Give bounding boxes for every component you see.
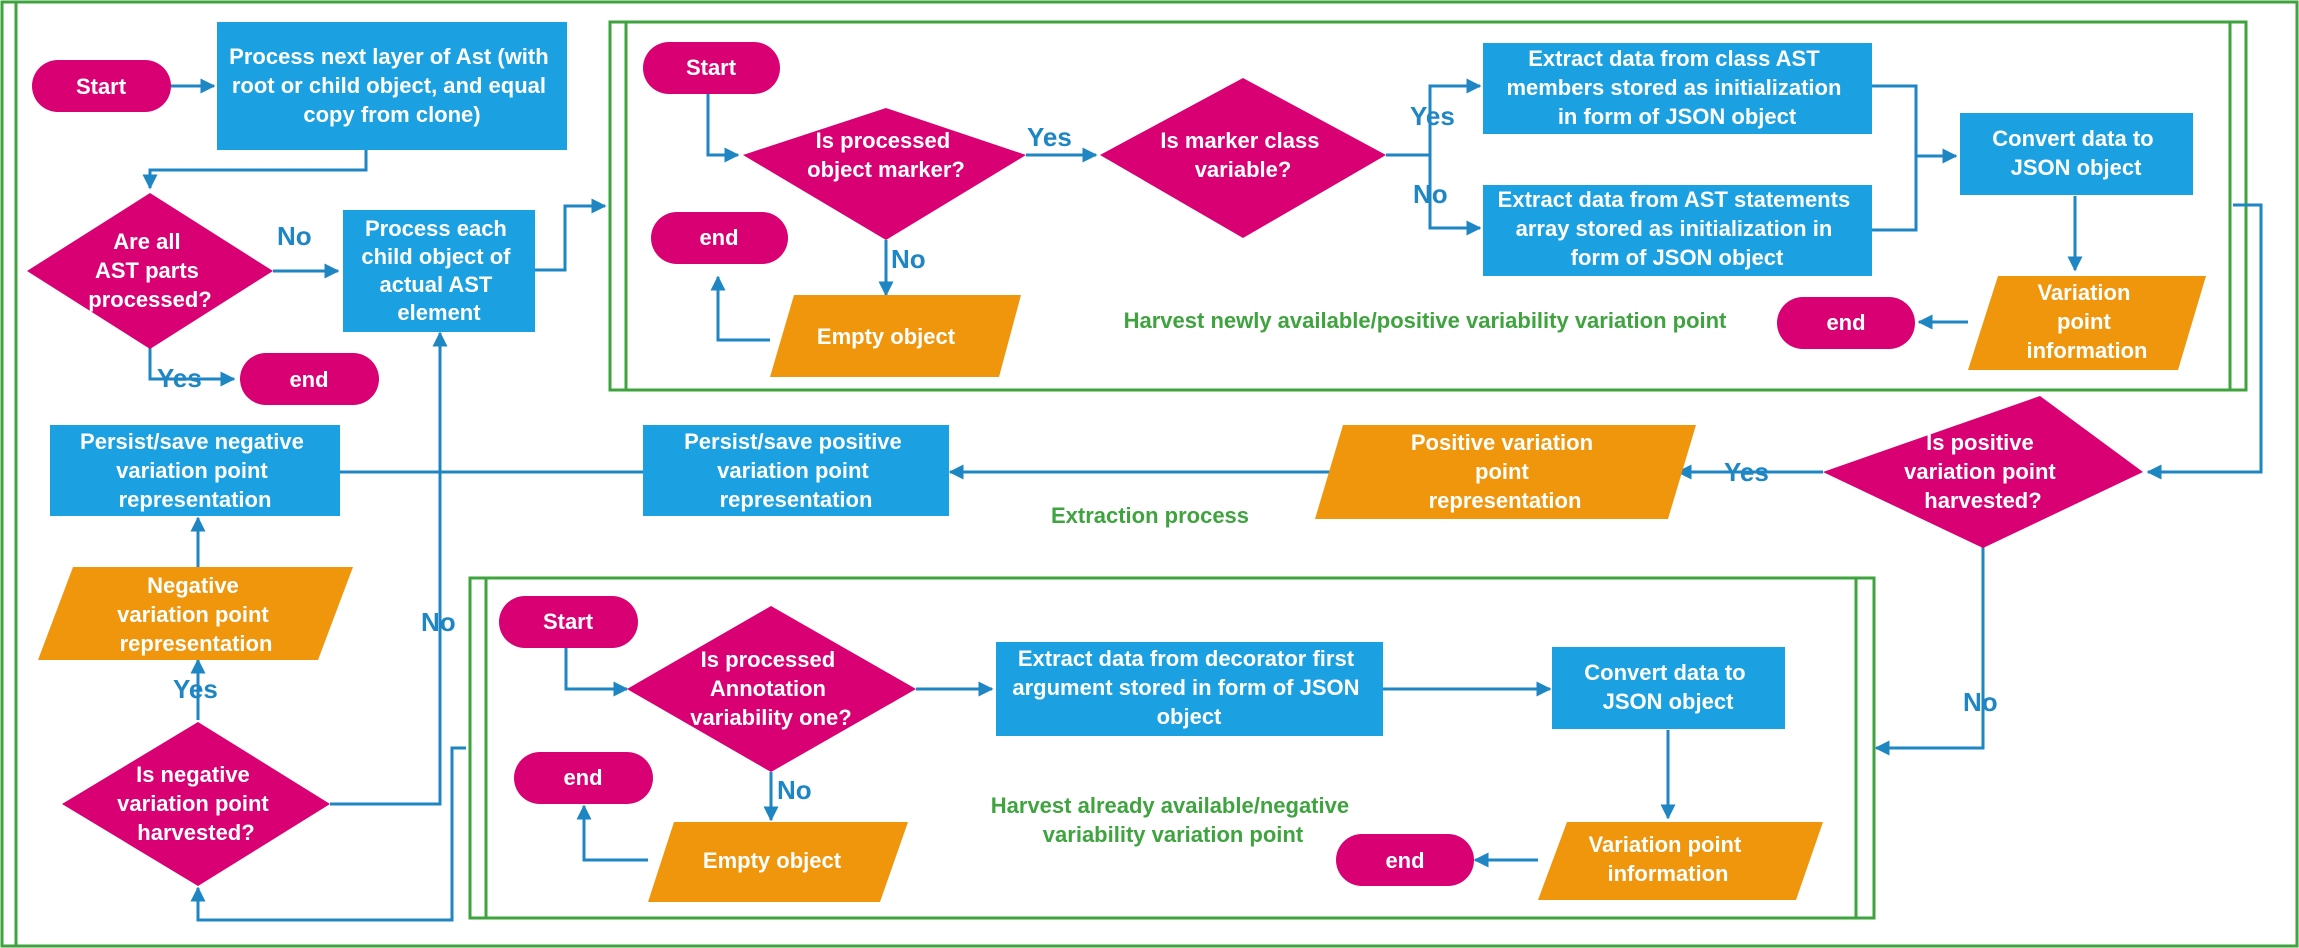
end-main-label: end (289, 367, 328, 392)
top-extract-stmt-label: Extract data from AST statements array s… (1498, 187, 1857, 270)
edge-label-no-class: No (1413, 179, 1448, 209)
bottom-convert-json-box (1552, 647, 1785, 729)
edge-extract-merge (1872, 84, 1918, 232)
edge-toplane-to-ispos (2146, 203, 2263, 480)
edge-class-yes (1386, 78, 1482, 157)
top-empty-label: Empty object (817, 324, 956, 349)
is-positive-decision (1823, 396, 2143, 548)
edge-label-yes-all: Yes (157, 363, 202, 393)
bottom-end2-label: end (1385, 848, 1424, 873)
top-is-class-label: Is marker class variable? (1160, 128, 1325, 182)
caption-top: Harvest newly available/positive variabi… (1124, 308, 1727, 333)
top-end2-terminal (1777, 297, 1915, 349)
top-start-terminal (643, 42, 780, 94)
persist-pos-label: Persist/save positive variation point re… (684, 429, 908, 512)
top-empty-object-data (770, 295, 1021, 377)
bottom-empty-object-data (648, 822, 908, 902)
top-extract-class-label: Extract data from class AST members stor… (1506, 46, 1847, 129)
start-main-label: Start (76, 74, 127, 99)
bottom-end2-terminal (1336, 834, 1474, 886)
top-varinfo-label: Variation point information (2027, 280, 2148, 363)
top-convert-label: Convert data to JSON object (1992, 126, 2159, 180)
connectors (142, 78, 2263, 922)
edge-label-no-marker: No (891, 244, 926, 274)
edge-label-yes-neg: Yes (173, 674, 218, 704)
bottom-start-label: Start (543, 609, 594, 634)
edge-labels: No Yes Yes No Yes No Yes No No Yes No (157, 101, 1998, 805)
caption-bottom: Harvest already available/negative varia… (991, 793, 1355, 847)
bottom-extract-label: Extract data from decorator first argume… (1012, 646, 1365, 729)
neg-repr-label: Negative variation point representation (117, 573, 275, 656)
negative-repr-data (38, 567, 353, 660)
edge-label-yes-marker: Yes (1027, 122, 1072, 152)
is-neg-label: Is negative variation point harvested? (117, 762, 275, 845)
all-processed-label: Are all AST parts processed? (88, 229, 212, 312)
positive-repr-data (1315, 425, 1696, 519)
edge-ispos-no (1874, 547, 1985, 756)
top-end-label: end (699, 225, 738, 250)
node-texts: Start Process next layer of Ast (with ro… (76, 44, 2159, 886)
bottom-end-terminal (514, 752, 653, 804)
top-end-terminal (651, 212, 788, 264)
process-layer-label: Process next layer of Ast (with root or … (229, 44, 555, 127)
edge-botempty-to-end (576, 804, 648, 862)
edge-label-yes-class: Yes (1410, 101, 1455, 131)
is-annotation-decision (627, 606, 916, 772)
edge-botstart-to-annot (564, 648, 629, 697)
top-convert-json-box (1960, 113, 2193, 195)
top-is-marker-label: Is processed object marker? (807, 128, 965, 182)
bottom-varinfo-label: Variation point information (1589, 832, 1748, 886)
pos-repr-label: Positive variation point representation (1411, 430, 1599, 513)
is-marker-class-decision (1100, 78, 1386, 238)
edge-isneg-no (330, 331, 448, 806)
persist-positive-box (643, 425, 949, 516)
extract-decorator-box (996, 642, 1383, 736)
process-next-layer-box (217, 22, 567, 150)
edge-empty-to-end (710, 275, 770, 342)
caption-middle: Extraction process (1051, 503, 1249, 528)
edge-label-no-neg: No (421, 607, 456, 637)
start-terminal-main (32, 60, 171, 112)
edge-label-no-annot: No (777, 775, 812, 805)
top-end2-label: end (1826, 310, 1865, 335)
top-start-label: Start (686, 55, 737, 80)
edge-topstart-to-marker (706, 94, 740, 163)
bottom-lane-frame (468, 576, 1876, 920)
bottom-variation-info-data (1538, 822, 1823, 900)
end-terminal-main (240, 353, 379, 405)
shapes (27, 22, 2206, 902)
extract-class-members-box (1483, 43, 1872, 134)
top-variation-info-data (1968, 276, 2206, 370)
edge-decision-to-end (148, 345, 236, 387)
bottom-empty-label: Empty object (703, 848, 842, 873)
edge-label-yes-pos: Yes (1724, 457, 1769, 487)
edge-child-to-toplane (535, 198, 607, 272)
bottom-start-terminal (499, 596, 638, 648)
edge-class-no (1428, 155, 1482, 236)
extract-statements-box (1483, 185, 1872, 276)
is-pos-label: Is positive variation point harvested? (1904, 430, 2062, 513)
process-child-object-box (343, 210, 535, 332)
captions: Harvest newly available/positive variabi… (991, 308, 1727, 847)
bottom-is-annot-label: Is processed Annotation variability one? (690, 647, 851, 730)
edge-process-to-decision (142, 150, 368, 190)
bottom-convert-label: Convert data to JSON object (1584, 660, 1751, 714)
is-object-marker-decision (743, 108, 1026, 240)
persist-neg-label: Persist/save negative variation point re… (80, 429, 310, 512)
process-child-label: Process each child object of actual AST … (361, 216, 516, 325)
persist-negative-box (50, 425, 340, 516)
edge-botlane-to-isneg (190, 746, 466, 922)
bottom-end-label: end (563, 765, 602, 790)
edge-label-no-all: No (277, 221, 312, 251)
is-negative-decision (62, 722, 330, 886)
edge-label-no-pos: No (1963, 687, 1998, 717)
all-parts-processed-decision (27, 193, 273, 349)
